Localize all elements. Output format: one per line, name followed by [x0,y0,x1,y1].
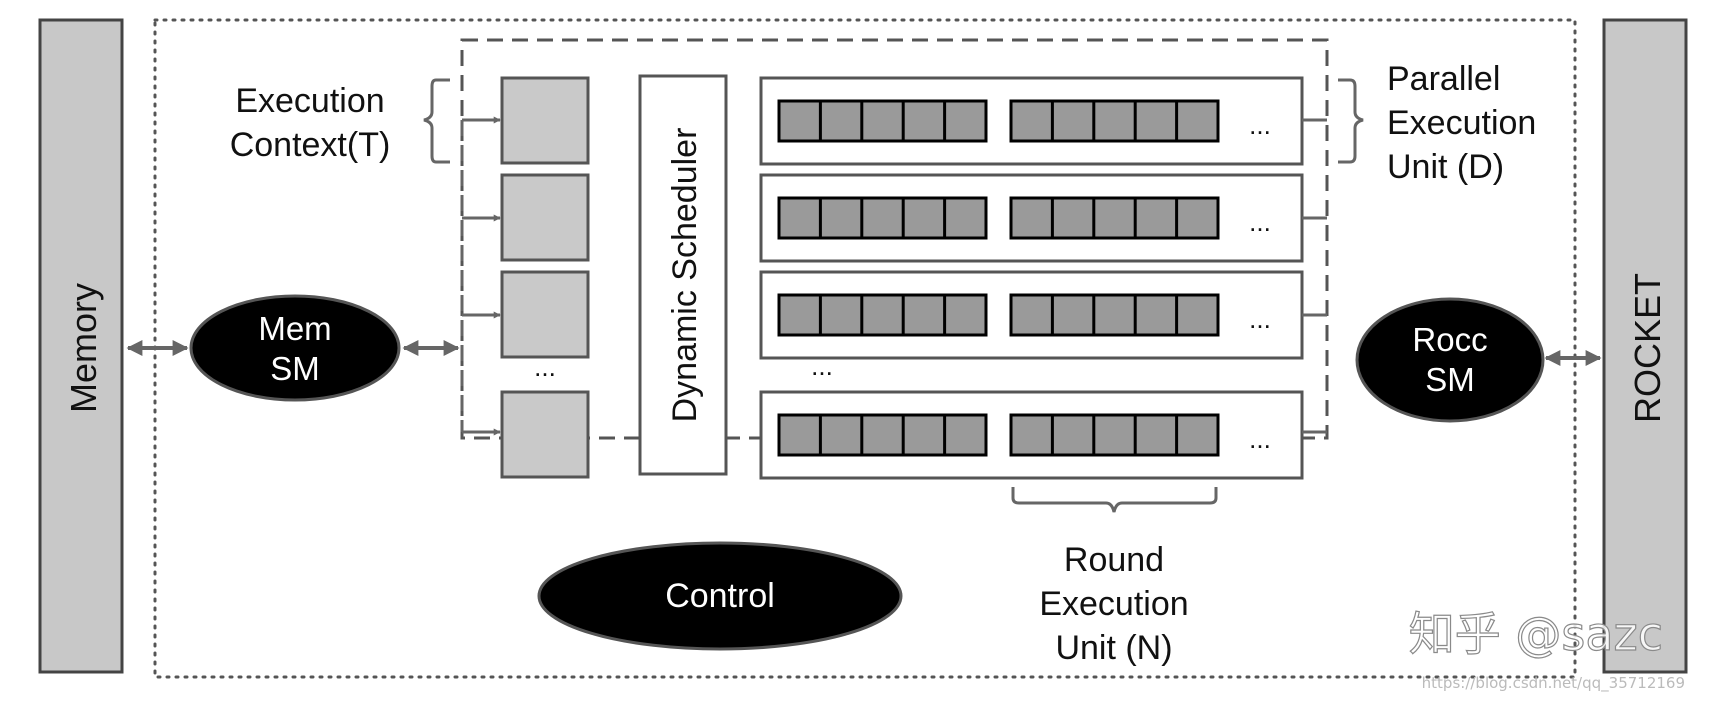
context-box [500,390,590,479]
rows-ellipsis: ... [811,351,833,381]
execution-row: ... [759,76,1304,166]
row-ellipsis: ... [1249,424,1271,454]
watermark-brand: 知乎 @sazc [1409,607,1663,661]
parallel-execution-unit-brace [1338,78,1364,164]
execution-row: ... [759,390,1304,480]
round-unit-group-a [777,293,988,337]
execution-context-line-2: Context(T) [230,126,391,164]
mem-sm-line-2: SM [270,350,320,387]
round-unit-group-a [777,413,988,457]
dynamic-scheduler-label: Dynamic Scheduler [666,128,704,423]
round-unit-group-b [1009,293,1220,337]
parallel-execution-unit-line-1: Parallel [1387,60,1500,98]
execution-contexts: ... [500,76,590,479]
execution-row: ... [759,270,1304,360]
context-box [500,173,590,262]
execution-context-line-1: Execution [235,82,384,120]
row-ellipsis: ... [1249,207,1271,237]
mem-sm-line-1: Mem [258,310,331,347]
round-unit-group-b [1009,196,1220,240]
execution-row: ... [759,173,1304,263]
rocket-label: ROCKET [1627,273,1668,423]
execution-context-brace [423,78,450,164]
round-unit-group-a [777,99,988,143]
execution-region-boundary [460,38,1329,440]
parallel-execution-unit-line-2: Execution [1387,104,1536,142]
watermark-url: https://blog.csdn.net/qq_35712169 [1422,674,1685,693]
rocket-block: ROCKET [1602,18,1688,674]
memory-block: Memory [38,18,124,674]
control: Control [537,541,903,651]
round-unit-group-a [777,196,988,240]
context-box [500,76,590,165]
context-ellipsis: ... [534,352,556,382]
parallel-execution-units: ... ... ... ... ... [759,76,1304,480]
row-ellipsis: ... [1249,110,1271,140]
round-execution-unit-line-3: Unit (N) [1055,629,1172,667]
row-ellipsis: ... [1249,304,1271,334]
round-execution-unit-brace [1011,487,1218,513]
round-execution-unit-line-2: Execution [1039,585,1188,623]
row-output-stubs [1302,118,1327,434]
parallel-execution-unit-line-3: Unit (D) [1387,148,1504,186]
control-label: Control [665,577,775,615]
rocc-sm-line-1: Rocc [1412,321,1487,358]
round-unit-group-b [1009,99,1220,143]
context-box [500,270,590,359]
context-feed [460,116,501,436]
round-execution-unit-line-1: Round [1064,541,1164,579]
memory-label: Memory [63,283,104,413]
dynamic-scheduler: Dynamic Scheduler [638,74,728,476]
round-unit-group-b [1009,413,1220,457]
rocc-sm-line-2: SM [1425,361,1475,398]
